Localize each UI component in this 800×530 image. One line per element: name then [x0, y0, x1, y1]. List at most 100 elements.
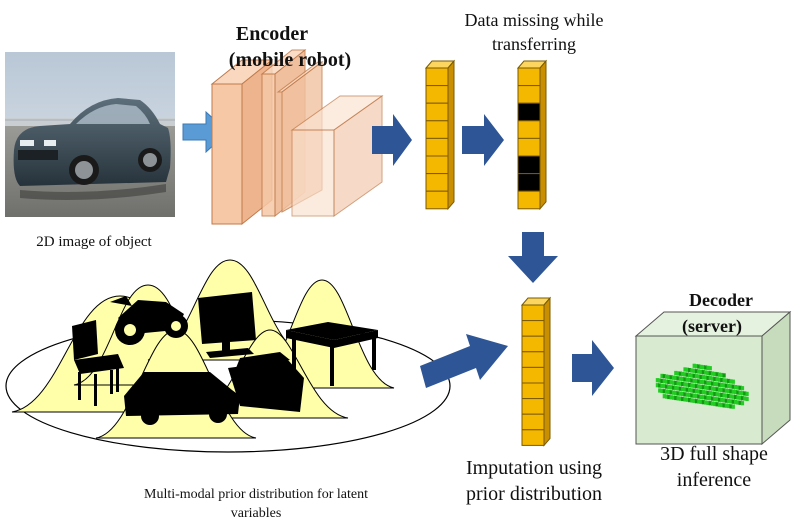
voxel [678, 381, 682, 386]
voxel [676, 376, 680, 381]
voxel [690, 393, 694, 398]
voxel [729, 394, 733, 399]
voxel [676, 396, 680, 401]
voxel [688, 398, 692, 403]
voxel [660, 383, 664, 388]
voxel [706, 365, 710, 370]
latent-cell [517, 190, 541, 210]
voxel [727, 378, 731, 384]
motorcycle-icon [110, 296, 188, 345]
voxel [676, 371, 680, 376]
voxel [683, 397, 687, 402]
voxel [724, 383, 728, 388]
voxel [688, 383, 692, 388]
voxel [678, 376, 682, 381]
voxel [717, 387, 722, 392]
voxel-car-icon [655, 363, 749, 409]
voxel [720, 402, 724, 408]
voxel [734, 400, 738, 405]
voxel [701, 400, 705, 405]
voxel [734, 385, 738, 390]
voxel [674, 370, 678, 376]
decoder-title-line1: Decoder [689, 290, 753, 310]
voxel [685, 397, 689, 402]
voxel [717, 382, 722, 387]
voxel [724, 393, 728, 398]
voxel [674, 395, 678, 401]
voxel [717, 377, 722, 382]
voxel [729, 384, 733, 389]
voxel [713, 376, 717, 382]
voxel [683, 367, 687, 372]
voxel [704, 400, 708, 405]
voxel [685, 372, 689, 377]
voxel [655, 383, 659, 388]
latent-cell [521, 366, 545, 384]
voxel [745, 396, 749, 401]
latent-cell [425, 137, 449, 157]
voxel [674, 385, 678, 391]
voxel [711, 376, 715, 381]
missing-cell [517, 173, 541, 192]
voxel [669, 375, 673, 380]
voxel [713, 386, 717, 392]
latent-cell [521, 382, 545, 400]
voxel [690, 388, 694, 393]
voxel [736, 400, 740, 405]
arrow-prior-to-imputation-icon [420, 334, 508, 388]
latent-cell [517, 120, 541, 139]
voxel [692, 368, 696, 373]
arrow-latent-to-missing-icon [462, 114, 504, 166]
voxel [731, 404, 735, 409]
decoder-title-line2: (server) [682, 316, 742, 337]
prior-caption-line2: variables [231, 506, 282, 521]
voxel [683, 387, 687, 392]
voxel [697, 379, 701, 384]
output-label-line1: 3D full shape [660, 443, 768, 465]
voxel [667, 389, 671, 395]
missing-cell [517, 102, 541, 122]
voxel [660, 373, 664, 378]
encoder-blocks [210, 48, 384, 226]
missing-label-line2: transferring [492, 34, 576, 54]
voxel [694, 379, 699, 384]
voxel [715, 402, 719, 407]
imputation-label-line1: Imputation using [466, 457, 602, 479]
voxel [722, 393, 726, 398]
voxel [665, 384, 669, 389]
voxel [690, 368, 694, 373]
latent-cell [521, 335, 545, 353]
table-icon [286, 322, 378, 386]
voxel [711, 381, 715, 386]
voxel [694, 389, 699, 394]
voxel [711, 371, 715, 376]
voxel [697, 389, 701, 394]
voxel [708, 386, 712, 391]
voxel [658, 388, 662, 393]
voxel [694, 399, 699, 404]
voxel [729, 404, 733, 409]
voxel [717, 392, 722, 397]
voxel [683, 377, 687, 382]
voxel [724, 378, 728, 383]
voxel [720, 387, 724, 393]
voxel [724, 398, 728, 403]
voxel [699, 399, 703, 404]
voxel [694, 369, 699, 374]
latent-cell [521, 351, 545, 368]
voxel [671, 390, 676, 395]
missing-label-line1: Data missing while [465, 10, 604, 30]
voxel [681, 386, 685, 392]
voxel [720, 392, 724, 398]
voxel [667, 379, 671, 385]
voxel [662, 379, 666, 384]
voxel [683, 392, 687, 397]
voxel [694, 374, 699, 379]
voxel [699, 394, 703, 399]
voxel [678, 391, 682, 396]
voxel [671, 375, 676, 380]
voxel [701, 370, 705, 375]
voxel [678, 386, 682, 391]
voxel [706, 395, 710, 400]
voxel [683, 382, 687, 387]
